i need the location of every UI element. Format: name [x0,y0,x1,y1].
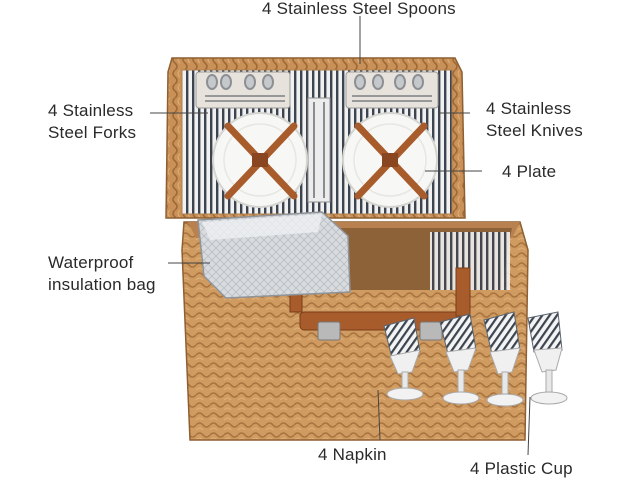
forks-label: 4 Stainless Steel Forks [48,101,137,142]
napkin-label: 4 Napkin [318,445,387,464]
cup-3 [483,311,524,407]
cutlery-holders [195,71,439,203]
plate-right [342,112,438,208]
insulation-bag-label: Waterproof insulation bag [48,253,156,294]
leader-lines [150,16,531,456]
napkins-and-cups [383,311,568,407]
cup-1 [383,317,424,401]
insulation-bag [197,211,351,299]
plate-left [212,112,308,208]
knives-label: 4 Stainless Steel Knives [486,99,583,140]
plastic-cup-label: 4 Plastic Cup [470,459,573,478]
cup-4 [527,311,568,405]
spoons-label: 4 Stainless Steel Spoons [262,0,456,18]
plate-label: 4 Plate [502,162,557,181]
cup-2 [439,313,480,405]
